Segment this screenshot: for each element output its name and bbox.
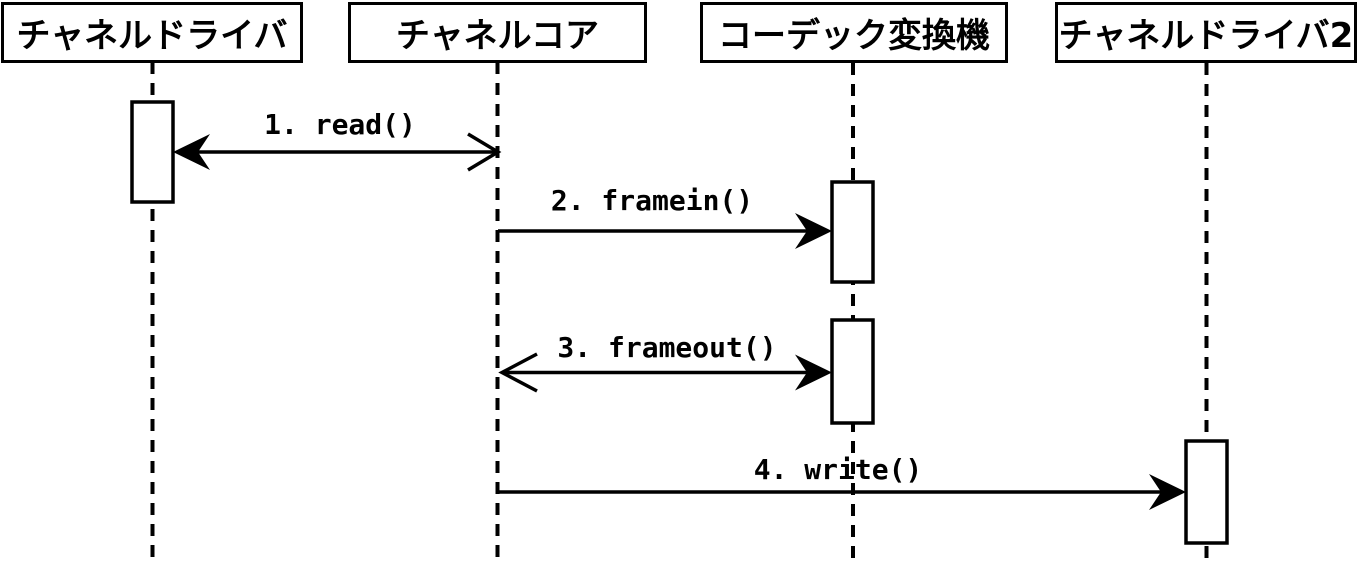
message-label-frameout: 3. frameout() <box>557 331 777 364</box>
message-arrow-read <box>173 132 502 172</box>
message-label-framein: 2. framein() <box>550 184 754 217</box>
activation-channel-driver-2 <box>1184 439 1229 545</box>
actor-label-channel-core: チャネルコア <box>396 16 599 56</box>
filled-arrowhead-icon <box>1149 474 1186 510</box>
actor-label-codec-converter: コーデック変換機 <box>718 16 990 56</box>
actor-box-codec-converter: コーデック変換機 <box>700 2 1008 63</box>
actor-box-channel-driver-2: チャネルドライバ2 <box>1055 2 1357 63</box>
activation-codec-converter-frameout <box>830 318 875 425</box>
message-arrow-write <box>498 474 1186 510</box>
filled-arrowhead-icon <box>795 213 832 249</box>
filled-arrowhead-icon <box>795 354 832 391</box>
actor-label-channel-driver-2: チャネルドライバ2 <box>1058 16 1354 56</box>
message-label-write: 4. write() <box>753 453 923 486</box>
activation-codec-converter-framein <box>830 180 875 284</box>
actor-box-channel-core: チャネルコア <box>348 2 647 63</box>
activation-channel-driver <box>130 100 175 204</box>
open-arrowhead-icon <box>498 352 538 393</box>
message-arrow-frameout <box>498 352 832 393</box>
actor-label-channel-driver: チャネルドライバ <box>16 16 288 56</box>
filled-arrowhead-icon <box>173 134 210 170</box>
open-arrowhead-icon <box>467 132 502 172</box>
message-label-read: 1. read() <box>264 108 416 141</box>
message-arrow-framein <box>498 213 832 249</box>
actor-box-channel-driver: チャネルドライバ <box>1 2 303 63</box>
